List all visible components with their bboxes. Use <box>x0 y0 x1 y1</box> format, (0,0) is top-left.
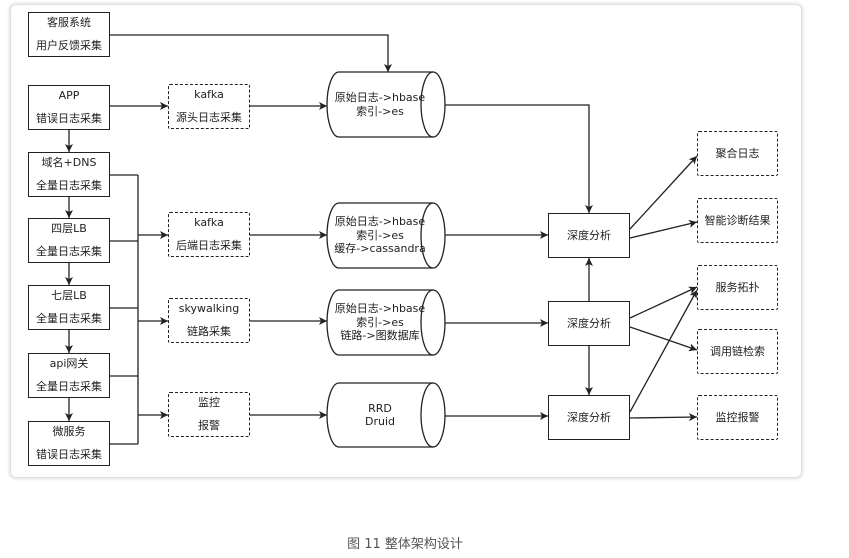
node-title: APP <box>58 89 80 102</box>
source-node-l7lb: 七层LB 全量日志采集 <box>28 285 110 330</box>
node-title: 七层LB <box>51 289 87 302</box>
storage-line: RRD <box>368 401 392 415</box>
source-node-dns: 域名+DNS 全量日志采集 <box>28 152 110 197</box>
storage-cylinder-4 <box>326 382 446 448</box>
storage-label-1: 原始日志->hbase 索引->es <box>327 72 433 137</box>
node-title: 聚合日志 <box>715 146 760 160</box>
node-subtitle: 全量日志采集 <box>36 179 102 192</box>
source-node-microservice: 微服务 错误日志采集 <box>28 421 110 466</box>
storage-cylinder-3 <box>326 289 446 356</box>
node-title: 深度分析 <box>567 228 611 242</box>
storage-cylinder-1 <box>326 71 446 138</box>
node-title: 客服系统 <box>47 16 91 29</box>
analysis-node-3: 深度分析 <box>548 395 630 440</box>
arrow-analysis-3-to-topology <box>629 289 698 413</box>
node-title: 监控报警 <box>715 410 760 424</box>
node-subtitle: 用户反馈采集 <box>36 39 102 52</box>
node-title: 深度分析 <box>567 410 611 424</box>
collector-node-kafka-backend: kafka 后端日志采集 <box>168 212 250 257</box>
output-node-trace-search: 调用链检索 <box>697 329 778 374</box>
arrow-analysis-1-to-aggregated-log <box>629 155 698 230</box>
node-title: 智能诊断结果 <box>704 213 771 227</box>
storage-line: 索引->es <box>356 315 404 329</box>
node-subtitle: 源头日志采集 <box>176 111 242 124</box>
arrow-analysis-2-to-trace-search <box>629 326 698 352</box>
node-subtitle: 全量日志采集 <box>36 380 102 393</box>
node-title: 调用链检索 <box>710 344 765 358</box>
source-node-l4lb: 四层LB 全量日志采集 <box>28 218 110 263</box>
collector-node-kafka-source: kafka 源头日志采集 <box>168 84 250 129</box>
node-title: 监控 <box>198 396 220 409</box>
node-subtitle: 后端日志采集 <box>176 239 242 252</box>
storage-label-2: 原始日志->hbase 索引->es 缓存->cassandra <box>327 203 433 268</box>
analysis-node-2: 深度分析 <box>548 301 630 346</box>
storage-line: Druid <box>364 415 395 428</box>
arrow-analysis-2-to-topology <box>629 286 698 319</box>
arrow-analysis-1-to-diagnosis <box>629 219 698 239</box>
node-title: skywalking <box>178 302 240 315</box>
storage-line: 索引->es <box>356 104 404 118</box>
storage-label-4: RRD Druid <box>327 383 433 447</box>
collector-node-skywalking: skywalking 链路采集 <box>168 298 250 343</box>
collector-node-monitor: 监控 报警 <box>168 392 250 437</box>
node-subtitle: 报警 <box>198 419 220 432</box>
storage-line: 原始日志->hbase <box>334 215 426 229</box>
node-title: kafka <box>194 216 224 229</box>
node-subtitle: 全量日志采集 <box>36 245 102 258</box>
node-title: 服务拓扑 <box>715 280 760 294</box>
node-subtitle: 错误日志采集 <box>36 448 102 461</box>
source-node-app: APP 错误日志采集 <box>28 85 110 130</box>
storage-line: 索引->es <box>356 228 404 242</box>
source-node-customer-service: 客服系统 用户反馈采集 <box>28 12 110 57</box>
output-node-topology: 服务拓扑 <box>697 265 778 310</box>
storage-line: 原始日志->hbase <box>334 91 426 104</box>
node-subtitle: 链路采集 <box>187 325 231 338</box>
arrow-store-1-to-analysis-1 <box>445 104 593 213</box>
output-node-aggregated-log: 聚合日志 <box>697 131 778 176</box>
analysis-node-1: 深度分析 <box>548 213 630 258</box>
output-node-alerting: 监控报警 <box>697 395 778 440</box>
node-title: kafka <box>194 88 224 101</box>
arrow-feedback-to-store-1 <box>110 34 392 72</box>
node-title: 微服务 <box>52 425 86 438</box>
storage-line: 链路->图数据库 <box>340 329 420 343</box>
storage-cylinder-2 <box>326 202 446 269</box>
node-title: api网关 <box>49 357 89 370</box>
figure-caption: 图 11 整体架构设计 <box>347 537 463 552</box>
node-subtitle: 错误日志采集 <box>36 112 102 125</box>
source-node-api-gateway: api网关 全量日志采集 <box>28 353 110 398</box>
node-title: 域名+DNS <box>41 156 97 169</box>
node-subtitle: 全量日志采集 <box>36 312 102 325</box>
storage-line: 原始日志->hbase <box>334 302 426 316</box>
node-title: 四层LB <box>51 222 87 235</box>
arrow-analysis-3-to-alerting <box>629 413 698 422</box>
storage-line: 缓存->cassandra <box>334 242 426 256</box>
node-title: 深度分析 <box>567 316 611 330</box>
output-node-diagnosis: 智能诊断结果 <box>697 198 778 243</box>
storage-label-3: 原始日志->hbase 索引->es 链路->图数据库 <box>327 290 433 355</box>
